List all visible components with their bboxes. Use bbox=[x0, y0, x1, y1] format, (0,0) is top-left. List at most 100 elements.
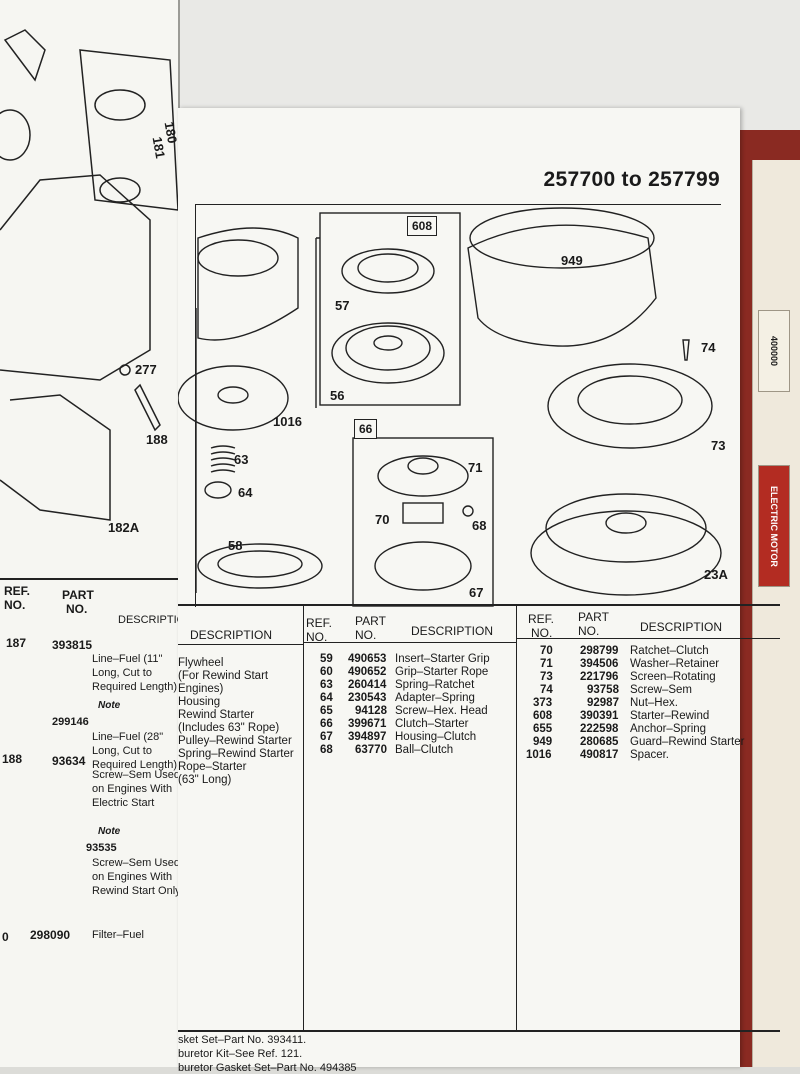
col2-refno-header: NO. bbox=[306, 630, 328, 644]
col2-part: 394897 bbox=[348, 731, 387, 743]
col1-desc: Rewind Starter bbox=[178, 709, 255, 721]
section-tab-label: ELECTRIC MOTOR bbox=[769, 485, 779, 567]
callout-188: 188 bbox=[146, 432, 168, 447]
housing-part bbox=[197, 227, 299, 341]
col3-ref: 949 bbox=[533, 736, 553, 748]
sem-screw bbox=[682, 339, 690, 361]
rewind-spring bbox=[341, 248, 435, 294]
callout-277: 277 bbox=[135, 362, 157, 377]
spacer-disc bbox=[178, 365, 289, 431]
col1-desc: (For Rewind Start bbox=[178, 670, 269, 682]
col2-ref: 68 bbox=[320, 744, 333, 756]
col1-desc-header: DESCRIPTION bbox=[190, 628, 273, 642]
col3-part: 222598 bbox=[580, 723, 619, 735]
inset-frame bbox=[79, 49, 178, 211]
col2-partno-header: NO. bbox=[355, 628, 377, 642]
pulley-hub bbox=[373, 335, 403, 351]
col3-desc: Screw–Sem bbox=[630, 684, 692, 696]
table-column-divider bbox=[303, 604, 304, 1030]
col3-desc-header: DESCRIPTION bbox=[640, 620, 723, 634]
left-ref-header: REF. bbox=[4, 584, 31, 598]
rewind-guard-rim bbox=[469, 207, 655, 269]
footer-note: buretor Gasket Set–Part No. 494385 bbox=[178, 1062, 357, 1074]
left-note: Note bbox=[98, 700, 121, 711]
col2-ref: 65 bbox=[320, 705, 333, 717]
callout-66: 66 bbox=[354, 419, 378, 439]
section-tab-2[interactable]: ELECTRIC MOTOR bbox=[758, 465, 790, 587]
parts-table bbox=[178, 604, 780, 1032]
fuel-tank bbox=[0, 174, 151, 381]
left-page: 181 180 277 188 182A REF. NO. PART NO. D… bbox=[0, 0, 180, 1067]
col2-desc: Spring–Ratchet bbox=[395, 679, 475, 691]
flywheel-fan bbox=[545, 493, 707, 563]
col2-part: 94128 bbox=[355, 705, 387, 717]
housing-top bbox=[197, 239, 279, 277]
col2-part: 63770 bbox=[355, 744, 387, 756]
callout-64: 64 bbox=[238, 485, 253, 500]
col2-desc: Screw–Hex. Head bbox=[395, 705, 488, 717]
col3-desc: Ratchet–Clutch bbox=[630, 645, 709, 657]
clutch-retainer bbox=[402, 502, 444, 524]
col3-partno-header: NO. bbox=[578, 624, 600, 638]
grommet bbox=[119, 364, 131, 376]
col1-desc: Rope–Starter bbox=[178, 761, 247, 773]
left-desc-header: DESCRIPTION bbox=[118, 614, 178, 626]
col2-part-header: PART bbox=[355, 614, 386, 628]
col1-desc: (Includes 63" Rope) bbox=[178, 722, 280, 734]
col3-refno-header: NO. bbox=[531, 626, 553, 640]
col2-ref: 63 bbox=[320, 679, 333, 691]
col3-desc: Starter–Rewind bbox=[630, 710, 710, 722]
left-part: 299146 bbox=[52, 716, 89, 728]
col3-header-rule bbox=[516, 638, 780, 639]
col1-desc: (63" Long) bbox=[178, 774, 232, 786]
callout-608: 608 bbox=[407, 216, 438, 236]
col3-desc: Washer–Retainer bbox=[630, 658, 720, 670]
col2-desc: Grip–Starter Rope bbox=[395, 666, 489, 678]
left-part: 93535 bbox=[86, 842, 117, 854]
col3-part: 221796 bbox=[580, 671, 619, 683]
fuel-cap bbox=[94, 89, 146, 121]
callout-57: 57 bbox=[335, 298, 350, 313]
left-no-header: NO. bbox=[4, 598, 26, 612]
spring-adapter bbox=[204, 481, 232, 499]
tank-bracket bbox=[0, 394, 111, 521]
col3-desc: Screen–Rotating bbox=[630, 671, 716, 683]
callout-73: 73 bbox=[711, 438, 726, 453]
col3-ref: 608 bbox=[533, 710, 553, 722]
left-part: 298090 bbox=[30, 928, 71, 942]
footer-note: sket Set–Part No. 393411. bbox=[178, 1034, 307, 1046]
clutch-ball bbox=[462, 505, 474, 517]
col1-desc: Flywheel bbox=[178, 657, 224, 669]
col2-ref: 60 bbox=[320, 666, 333, 678]
col3-ref: 1016 bbox=[526, 749, 552, 761]
rotating-screen bbox=[547, 363, 713, 449]
col2-header-rule bbox=[303, 642, 516, 643]
left-table-rule bbox=[0, 578, 178, 580]
clutch-assembly-box bbox=[352, 437, 494, 607]
col3-part: 280685 bbox=[580, 736, 619, 748]
leader-line bbox=[315, 237, 320, 408]
table-column-divider bbox=[516, 604, 517, 1030]
col3-ref: 70 bbox=[540, 645, 553, 657]
col3-ref: 71 bbox=[540, 658, 553, 670]
callout-58: 58 bbox=[228, 538, 243, 553]
col3-part: 394506 bbox=[580, 658, 619, 670]
callout-56: 56 bbox=[330, 388, 345, 403]
starter-rope-inner bbox=[217, 550, 303, 578]
col3-part: 298799 bbox=[580, 645, 619, 657]
left-ref: 0 bbox=[2, 930, 9, 944]
left-partno-header: NO. bbox=[66, 602, 88, 616]
col2-part: 399671 bbox=[348, 718, 387, 730]
starter-assembly-box bbox=[319, 212, 461, 406]
section-tab-1[interactable]: 400000 bbox=[758, 310, 790, 392]
col2-ref: 59 bbox=[320, 653, 333, 665]
footer-note: buretor Kit–See Ref. 121. bbox=[178, 1048, 303, 1060]
rotating-screen-inner bbox=[577, 375, 683, 425]
pulley bbox=[331, 322, 445, 384]
left-part: 393815 bbox=[52, 638, 93, 652]
col1-desc: Engines) bbox=[178, 683, 224, 695]
page-title: 257700 to 257799 bbox=[543, 168, 720, 191]
col2-part: 490652 bbox=[348, 666, 387, 678]
col2-desc: Clutch–Starter bbox=[395, 718, 469, 730]
col2-desc: Housing–Clutch bbox=[395, 731, 477, 743]
